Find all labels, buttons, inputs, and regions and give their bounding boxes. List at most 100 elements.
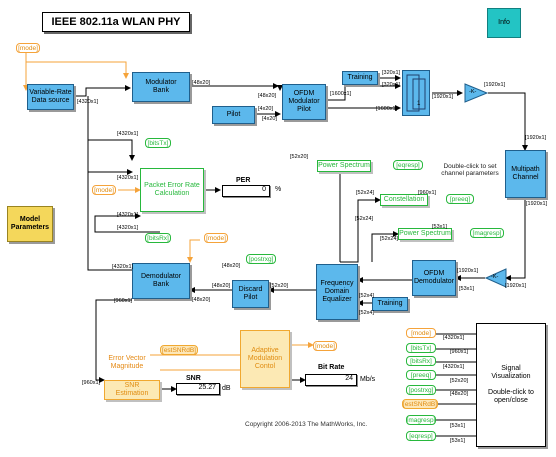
signal-label: [52x20]: [290, 154, 309, 160]
signal-label: [48x20]: [212, 283, 231, 289]
signal-label: [52x4]: [359, 310, 374, 316]
evm-block[interactable]: Error Vector Magnitude: [104, 352, 150, 374]
signal-label: [960x1]: [418, 190, 437, 196]
signal-label: [1920x1]: [525, 135, 547, 141]
per-label: PER: [236, 177, 251, 184]
signal-label: [48x20]: [450, 391, 469, 397]
viz-tag-eqresp[interactable]: [eqresp]: [406, 431, 436, 441]
viz-tag-postrxg[interactable]: [postrxg]: [406, 385, 436, 395]
mode-tag-demod[interactable]: [mode]: [204, 233, 228, 243]
signal-label: [4x20]: [258, 106, 273, 112]
signal-label: [48x20]: [222, 263, 241, 269]
training-top-block[interactable]: Training: [342, 71, 378, 85]
ofdm-demodulator-block[interactable]: OFDM Demodulator: [412, 260, 456, 296]
mode-tag-amc[interactable]: [mode]: [313, 341, 337, 351]
signal-label: [4320x1]: [117, 175, 139, 181]
constellation-block[interactable]: Constellation: [380, 194, 428, 206]
viz-tag-estsnrdb[interactable]: [estSNRdB]: [402, 399, 438, 409]
discard-pilot-block[interactable]: Discard Pilot: [232, 280, 269, 308]
rx-gain-label: -K-: [491, 274, 499, 280]
viz-tag-magresp[interactable]: [magresp]: [406, 415, 436, 425]
data-source-block[interactable]: Variable-Rate Data source: [27, 84, 74, 110]
viz-tag-bitstx[interactable]: [bitsTx]: [406, 343, 436, 353]
snr-estimation-block[interactable]: SNR Estimation: [104, 380, 160, 400]
gain-triangle-left-icon: [484, 268, 507, 288]
postrxg-tag[interactable]: [postrxg]: [246, 254, 276, 264]
eqresp-tag[interactable]: [eqresp]: [393, 160, 423, 170]
channel-note: Double-click to set channel parameters: [441, 163, 499, 177]
signal-label: [1920x1]: [484, 82, 506, 88]
preeq-tag[interactable]: [preeq]: [446, 194, 474, 204]
viz-tag-bitsrx[interactable]: [bitsRx]: [406, 356, 436, 366]
signal-label: [1920x1]: [505, 283, 527, 289]
matrix-concat-icon: 1: [406, 74, 426, 112]
viz-tag-preeq[interactable]: [preeq]: [406, 370, 436, 380]
signal-label: [48x20]: [192, 297, 211, 303]
signal-label: [320x1]: [382, 82, 401, 88]
bitrate-display: 24: [305, 374, 357, 386]
signal-label: [52x24]: [380, 236, 399, 242]
multipath-channel-block[interactable]: Multipath Channel: [505, 150, 546, 198]
signal-label: [4320x1]: [117, 225, 139, 231]
per-display: 0: [222, 185, 270, 197]
signal-label: [52x4]: [359, 293, 374, 299]
signal-label: [48x20]: [258, 93, 277, 99]
signal-label: [52x20]: [270, 283, 289, 289]
snr-label: SNR: [186, 375, 201, 382]
mode-tag-per[interactable]: [mode]: [92, 185, 116, 195]
snr-unit: dB: [222, 385, 231, 392]
per-calculation-block[interactable]: Packet Error Rate Calculation: [140, 168, 204, 212]
estsnrdb-tag[interactable]: [estSNRdB]: [160, 345, 198, 355]
mode-tag-top[interactable]: [mode]: [16, 43, 40, 53]
signal-label: [4320x1]: [117, 212, 139, 218]
power-spectrum-bottom-block[interactable]: Power Spectrum: [398, 228, 452, 240]
snr-display: 25.27: [176, 383, 220, 395]
signal-label: [4320x1]: [117, 131, 139, 137]
pilot-block[interactable]: Pilot: [212, 106, 255, 124]
signal-label: [52x24]: [355, 216, 374, 222]
signal-label: [53x1]: [459, 286, 474, 292]
viz-tag-mode[interactable]: [mode]: [406, 328, 436, 338]
tx-gain-label: -K-: [469, 89, 477, 95]
signal-label: [4320x1]: [443, 364, 465, 370]
concat-block[interactable]: 1: [402, 70, 430, 116]
signal-label: [960x1]: [114, 298, 133, 304]
bitrate-label: Bit Rate: [318, 364, 345, 371]
magresp-tag[interactable]: [magresp]: [470, 228, 504, 238]
signal-label: [1600x1]: [376, 106, 398, 112]
signal-label: [4320x1]: [77, 99, 99, 105]
signal-visualization-block[interactable]: Signal Visualization Double-click to ope…: [476, 323, 546, 447]
signal-label: [1920x1]: [526, 201, 548, 207]
training-bottom-block[interactable]: Training: [372, 297, 408, 311]
svg-text:1: 1: [417, 101, 421, 107]
ofdm-modulator-block[interactable]: OFDM Modulator Pilot: [282, 84, 326, 120]
gain-triangle-icon: [464, 83, 489, 103]
bitsrx-tag[interactable]: [bitsRx]: [145, 233, 171, 243]
info-button[interactable]: Info: [487, 8, 521, 38]
power-spectrum-top-block[interactable]: Power Spectrum: [317, 160, 371, 172]
signal-label: [1920x1]: [432, 94, 454, 100]
signal-label: [52x20]: [450, 378, 469, 384]
rx-gain-block[interactable]: -K-: [484, 268, 507, 288]
demodulator-bank-block[interactable]: Demodulator Bank: [132, 263, 190, 299]
signal-label: [320x1]: [382, 70, 401, 76]
per-unit: %: [275, 186, 282, 193]
adaptive-modulation-block[interactable]: Adaptive Modulation Contol: [240, 330, 290, 388]
bitstx-tag[interactable]: [bitsTx]: [145, 138, 171, 148]
signal-label: [1920x1]: [457, 268, 479, 274]
model-parameters-block[interactable]: Model Parameters: [7, 206, 53, 242]
tx-gain-block[interactable]: -K-: [464, 83, 489, 103]
frequency-domain-equalizer-block[interactable]: Frequency Domain Equalizer: [316, 264, 358, 320]
signal-label: [4320x1]: [443, 335, 465, 341]
signal-label: [53x1]: [450, 423, 465, 429]
copyright-text: Copyright 2006-2013 The MathWorks, Inc.: [245, 421, 368, 428]
signal-label: [48x20]: [192, 80, 211, 86]
model-title: IEEE 802.11a WLAN PHY: [42, 12, 190, 32]
signal-label: [53x1]: [450, 438, 465, 444]
signal-label: [4x20]: [262, 116, 277, 122]
signal-label: [1600x1]: [330, 91, 352, 97]
signal-label: [52x24]: [356, 190, 375, 196]
modulator-bank-block[interactable]: Modulator Bank: [132, 72, 190, 102]
